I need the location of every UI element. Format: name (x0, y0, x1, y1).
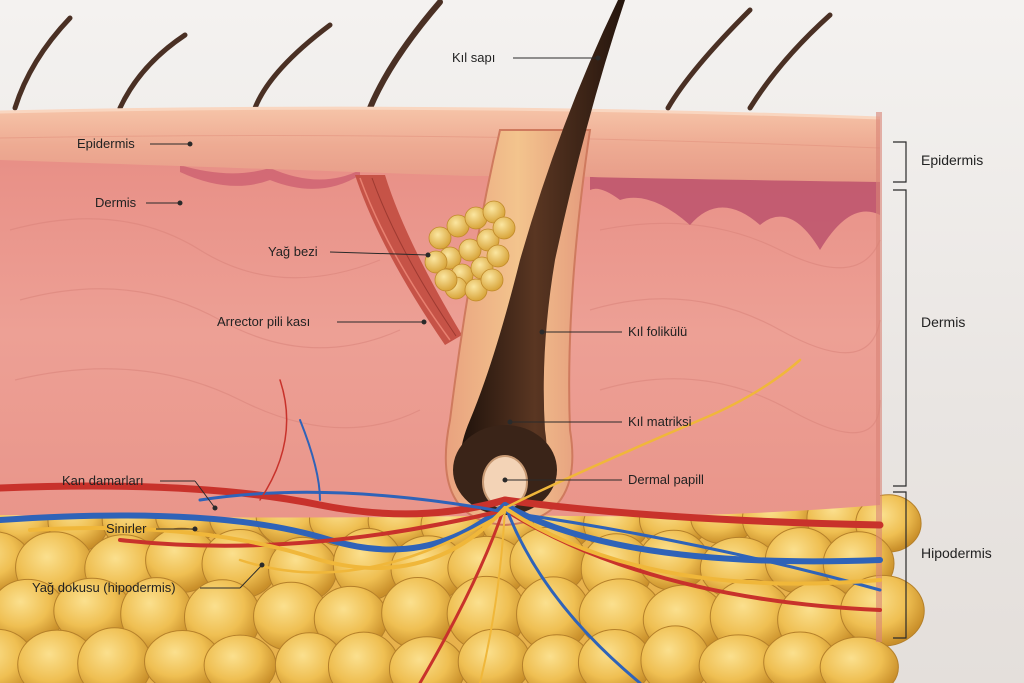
label-fat-tissue: Yağ dokusu (hipodermis) (32, 580, 176, 595)
nerves (28, 358, 882, 683)
gland-cell (434, 268, 458, 292)
label-arrector-pili: Arrector pili kası (217, 314, 311, 329)
label-hair-matrix: Kıl matriksi (628, 414, 692, 429)
label-hair-shaft: Kıl sapı (452, 50, 496, 65)
gland-cell (428, 226, 452, 250)
papillary-band (590, 165, 880, 250)
layer-label-hipodermis: Hipodermis (921, 545, 992, 561)
layer-label-dermis: Dermis (921, 314, 966, 330)
layer-label-epidermis: Epidermis (921, 152, 984, 168)
hair-shaft (460, 0, 625, 500)
label-sebaceous-gland: Yağ bezi (268, 244, 318, 259)
surface-hairs (12, 0, 833, 111)
label-dermis: Dermis (95, 195, 137, 210)
label-blood-vessels: Kan damarları (62, 473, 144, 488)
gland-cell (486, 244, 510, 268)
gland-cell (424, 250, 448, 274)
arrector-pili-muscle (355, 175, 462, 345)
gland-cell (492, 216, 516, 240)
fat-lobule (819, 636, 899, 683)
dermis-texture (9, 218, 881, 434)
label-dermal-papilla: Dermal papill (628, 472, 704, 487)
label-hair-follicle: Kıl folikülü (628, 324, 688, 339)
sebaceous-gland (424, 200, 516, 302)
label-nerves: Sinirler (106, 521, 147, 536)
gland-cell (480, 268, 504, 292)
gland-cell (458, 238, 482, 262)
label-epidermis: Epidermis (77, 136, 135, 151)
fat-lobule (840, 574, 925, 647)
epidermis-layer (0, 108, 880, 182)
